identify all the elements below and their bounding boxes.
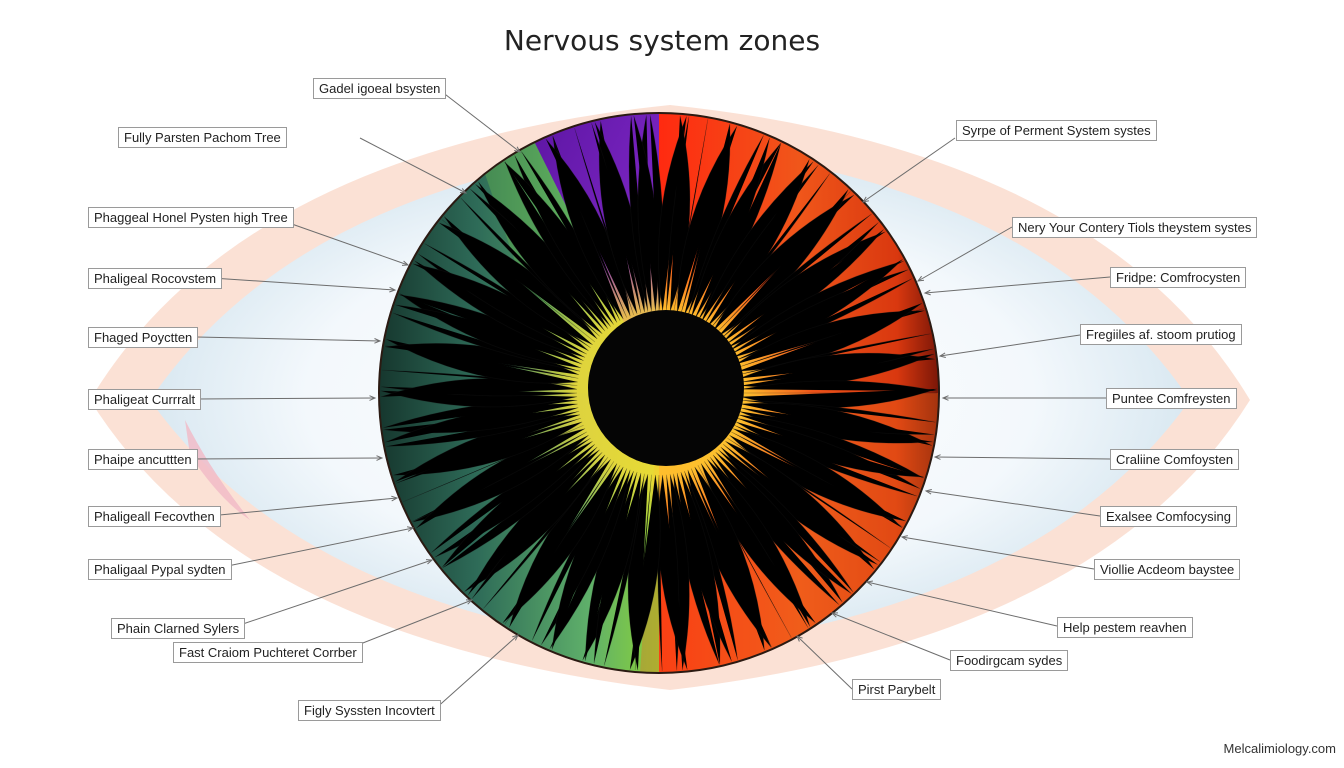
- leader-line: [925, 490, 1101, 517]
- iris-fiber: [669, 115, 691, 312]
- iris-fiber: [386, 410, 580, 447]
- leader-arrowhead: [369, 395, 377, 401]
- leader-arrowhead: [861, 196, 869, 203]
- zone-label-left-7: Phaipe ancuttten: [88, 449, 198, 470]
- zone-label-right-11: Pirst Parybelt: [852, 679, 942, 700]
- leader-arrowhead: [900, 535, 908, 541]
- leader-line: [917, 226, 1013, 282]
- zone-label-right-6: Craliine Comfoysten: [1110, 449, 1240, 470]
- leader-line: [831, 612, 951, 661]
- zone-label-left-3: Phaggeal Honel Pysten high Tree: [88, 207, 294, 228]
- leader-arrowhead: [512, 634, 519, 641]
- leader-line: [436, 87, 521, 153]
- iris-fiber: [392, 312, 581, 372]
- iris-fiber: [669, 474, 690, 671]
- zone-label-right-1: Syrpe of Perment System systes: [956, 120, 1157, 141]
- zone-label-left-1: Gadel igoeal bsysten: [313, 78, 447, 99]
- leader-line: [901, 536, 1095, 570]
- leader-arrowhead: [514, 146, 522, 153]
- zone-label-left-6: Phaligeat Currralt: [88, 389, 202, 410]
- iris-rim: [378, 112, 940, 674]
- zone-label-left-11: Fast Craiom Puchteret Corrber: [173, 642, 363, 663]
- leader-arrowhead: [401, 260, 410, 266]
- leader-line: [196, 397, 376, 400]
- iris-fiber: [715, 451, 843, 603]
- leader-arrowhead: [465, 599, 474, 605]
- iris-fiber: [415, 428, 586, 529]
- diagram-title: Nervous system zones: [503, 24, 821, 57]
- iris-fiber: [380, 377, 578, 398]
- zone-label-left-12: Figly Syssten Incovtert: [298, 700, 441, 721]
- leader-line: [866, 581, 1058, 627]
- zone-label-right-3: Fridpe: Comfrocysten: [1110, 267, 1247, 288]
- leader-line: [196, 336, 381, 342]
- leader-arrowhead: [830, 612, 839, 618]
- leader-line: [190, 457, 383, 460]
- iris-fiber: [706, 459, 811, 627]
- iris-fiber: [657, 474, 688, 670]
- zone-label-left-8: Phaligeall Fecovthen: [88, 506, 221, 527]
- zone-label-left-10: Phain Clarned Sylers: [111, 618, 246, 639]
- zone-label-right-10: Foodirgcam sydes: [950, 650, 1069, 671]
- leader-line: [796, 635, 853, 690]
- zone-label-right-7: Exalsee Comfocysing: [1100, 506, 1237, 527]
- iris-fiber: [687, 135, 764, 317]
- zone-label-left-4: Phaligeal Rocovstem: [88, 268, 223, 289]
- iris-fiber: [380, 390, 578, 408]
- leader-lines: [190, 87, 1111, 711]
- zone-label-right-2: Nery Your Contery Tiols theystem systes: [1012, 217, 1258, 238]
- leader-line: [862, 137, 956, 203]
- iris-fiber: [706, 159, 810, 327]
- watermark: Melcalimiology.com: [1223, 741, 1336, 756]
- leader-arrowhead: [796, 635, 803, 642]
- leader-line: [924, 276, 1111, 294]
- pupil: [588, 310, 744, 466]
- leader-arrowhead: [407, 526, 415, 532]
- iris-fiber: [700, 161, 814, 323]
- leader-line: [211, 277, 396, 291]
- leader-arrowhead: [941, 395, 949, 401]
- iris-fiber: [412, 434, 589, 523]
- leader-arrowhead: [916, 275, 925, 282]
- leader-arrowhead: [923, 289, 931, 296]
- leader-line: [212, 527, 414, 570]
- leader-line: [934, 456, 1111, 460]
- leader-line: [433, 634, 519, 711]
- iris-fiber: [700, 463, 816, 624]
- zone-label-right-4: Fregiiles af. stoom prutiog: [1080, 324, 1242, 345]
- iris-fibers: [380, 115, 938, 672]
- leader-line: [271, 216, 409, 266]
- zone-label-left-5: Fhaged Poyctten: [88, 327, 199, 348]
- zone-label-right-5: Puntee Comfreysten: [1106, 388, 1237, 409]
- leader-arrowhead: [459, 188, 468, 194]
- iris-fiber: [727, 437, 891, 549]
- iris-fiber: [740, 380, 938, 392]
- leader-line: [939, 334, 1081, 357]
- leader-arrowhead: [938, 352, 946, 358]
- zone-label-right-9: Help pestem reavhen: [1057, 617, 1193, 638]
- leader-line: [359, 137, 467, 194]
- zone-label-right-8: Viollie Acdeom baystee: [1094, 559, 1241, 580]
- leader-arrowhead: [374, 338, 382, 344]
- leader-line: [208, 497, 398, 517]
- leader-arrowhead: [376, 455, 384, 461]
- leader-line: [230, 559, 433, 629]
- iris-fiber: [502, 463, 618, 624]
- leader-arrowhead: [425, 559, 434, 565]
- zone-label-left-2: Fully Parsten Pachom Tree: [118, 127, 287, 148]
- leader-arrowhead: [924, 489, 932, 495]
- leader-arrowhead: [391, 495, 399, 502]
- leader-arrowhead: [933, 454, 941, 460]
- zone-label-left-9: Phaligaal Pypal sydten: [88, 559, 232, 580]
- leader-arrowhead: [389, 286, 397, 293]
- leader-arrowhead: [865, 580, 873, 586]
